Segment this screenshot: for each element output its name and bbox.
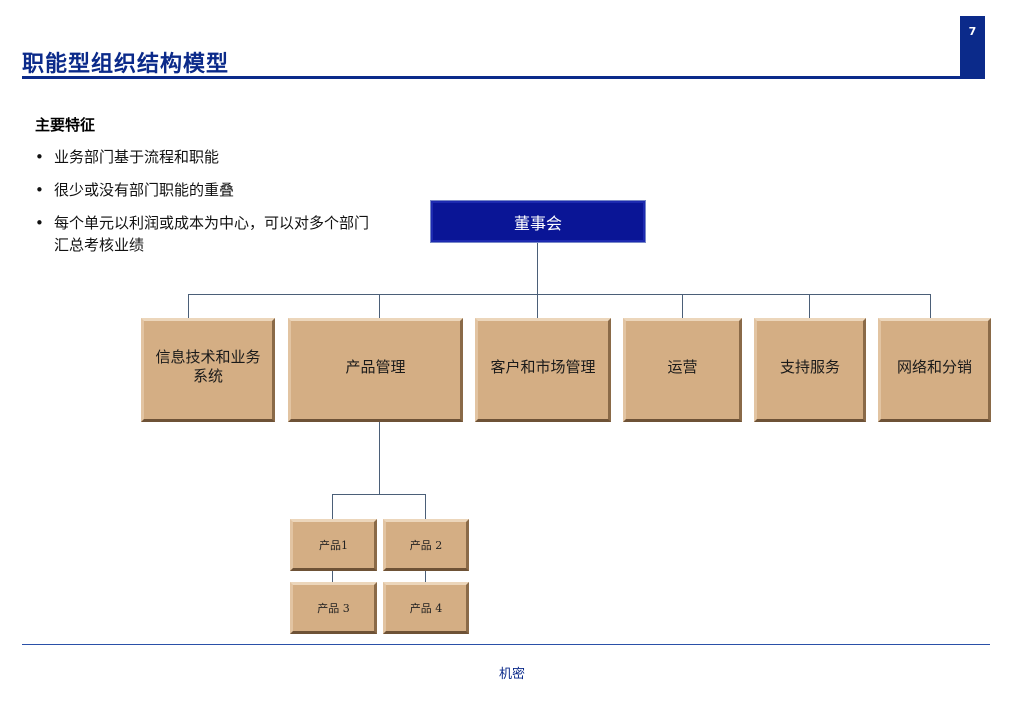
org-dept-box: 网络和分销: [878, 318, 991, 422]
org-dept-box: 运营: [623, 318, 742, 422]
connector-line: [188, 294, 931, 295]
connector-line: [332, 494, 426, 495]
page-number: 7: [968, 25, 977, 38]
feature-item: • 每个单元以利润或成本为中心，可以对多个部门汇总考核业绩: [35, 212, 375, 256]
org-dept-box: 产品管理: [288, 318, 463, 422]
connector-line: [682, 294, 683, 318]
features-heading: 主要特征: [35, 116, 96, 134]
org-product-box: 产品 3: [290, 582, 377, 634]
bullet-icon: •: [35, 214, 44, 232]
connector-line: [425, 494, 426, 519]
org-product-box: 产品 4: [383, 582, 469, 634]
bullet-icon: •: [35, 148, 44, 166]
bullet-icon: •: [35, 181, 44, 199]
feature-text: 业务部门基于流程和职能: [54, 148, 220, 166]
connector-line: [425, 571, 426, 582]
org-root-board: 董事会: [430, 200, 646, 243]
connector-line: [930, 294, 931, 318]
connector-line: [809, 294, 810, 318]
org-dept-box: 支持服务: [754, 318, 866, 422]
features-list: • 业务部门基于流程和职能 • 很少或没有部门职能的重叠 • 每个单元以利润或成本为中…: [35, 146, 375, 267]
connector-line: [332, 494, 333, 519]
org-product-box: 产品1: [290, 519, 377, 571]
connector-line: [379, 294, 380, 318]
feature-item: • 很少或没有部门职能的重叠: [35, 179, 375, 201]
feature-text: 很少或没有部门职能的重叠: [54, 181, 235, 199]
connector-line: [537, 241, 538, 294]
page-title: 职能型组织结构模型: [22, 52, 230, 77]
org-dept-box: 信息技术和业务系统: [141, 318, 275, 422]
connector-line: [379, 422, 380, 494]
feature-text: 每个单元以利润或成本为中心，可以对多个部门汇总考核业绩: [54, 214, 370, 254]
page-number-tab: 7: [960, 16, 985, 79]
confidential-label: 机密: [498, 667, 525, 682]
connector-line: [188, 294, 189, 318]
feature-item: • 业务部门基于流程和职能: [35, 146, 375, 168]
connector-line: [537, 294, 538, 318]
footer-rule: [22, 644, 990, 645]
title-underline: [22, 76, 970, 79]
org-product-box: 产品 2: [383, 519, 469, 571]
connector-line: [332, 571, 333, 582]
org-dept-box: 客户和市场管理: [475, 318, 611, 422]
